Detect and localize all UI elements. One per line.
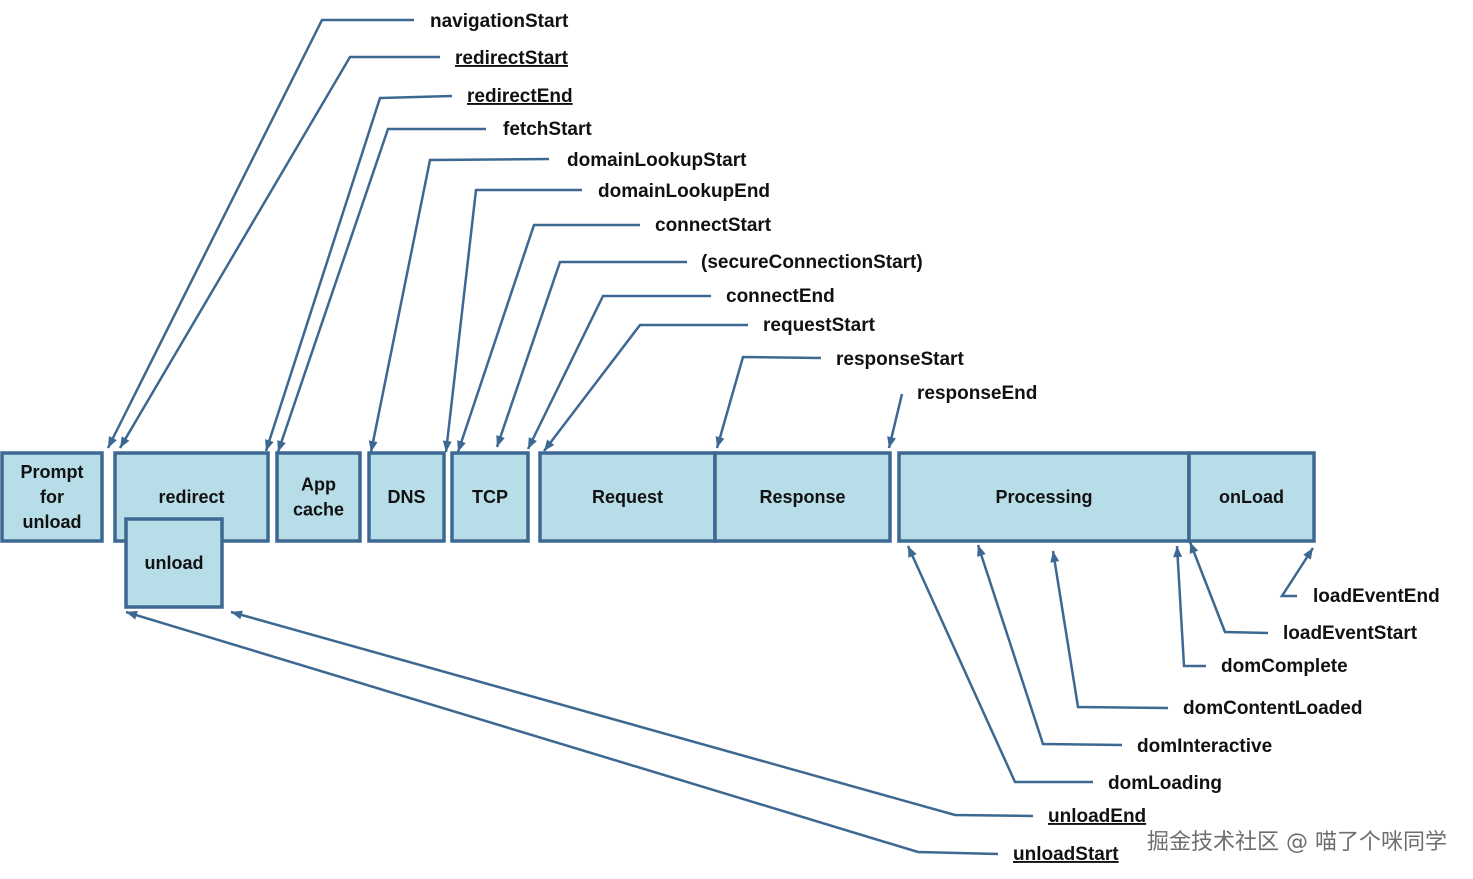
event-label-requestStart: requestStart — [763, 315, 876, 336]
phase-box-dns: DNS — [367, 451, 446, 543]
event-responseStart: responseStart — [715, 349, 964, 449]
connector-navigationStart — [106, 18, 414, 449]
event-navigationStart: navigationStart — [106, 11, 569, 449]
phase-label-unload: unload — [145, 553, 204, 573]
event-loadEventEnd: loadEventEnd — [1279, 547, 1440, 607]
connector-loadEventEnd — [1279, 547, 1315, 598]
event-unloadStart: unloadStart — [125, 610, 1119, 865]
event-label-redirectStart: redirectStart — [455, 48, 569, 69]
connector-redirectEnd — [264, 94, 453, 452]
event-responseEnd: responseEnd — [887, 383, 1037, 449]
event-fetchStart: fetchStart — [276, 119, 592, 453]
phase-label-prompt: Prompt — [21, 462, 84, 482]
connector-domInteractive — [976, 544, 1123, 747]
event-domContentLoaded: domContentLoaded — [1050, 550, 1362, 719]
connector-domLoading — [906, 545, 1093, 784]
connector-requestStart — [543, 323, 748, 452]
event-label-domContentLoaded: domContentLoaded — [1183, 698, 1362, 719]
phase-label-processing: Processing — [995, 487, 1092, 507]
connector-unloadStart — [125, 610, 999, 856]
connector-connectStart — [456, 223, 640, 453]
event-domComplete: domComplete — [1173, 545, 1348, 677]
event-label-domainLookupStart: domainLookupStart — [567, 150, 747, 171]
event-domInteractive: domInteractive — [976, 544, 1272, 757]
phase-box-appcache: App cache — [275, 451, 362, 543]
event-label-fetchStart: fetchStart — [503, 119, 592, 140]
event-label-domLoading: domLoading — [1108, 773, 1222, 794]
phase-label-request: Request — [592, 487, 663, 507]
event-label-domainLookupEnd: domainLookupEnd — [598, 181, 770, 202]
event-label-loadEventEnd: loadEventEnd — [1313, 586, 1440, 607]
event-label-unloadStart: unloadStart — [1013, 844, 1119, 865]
event-connectEnd: connectEnd — [526, 286, 835, 450]
connector-connectEnd — [526, 294, 711, 450]
event-label-unloadEnd: unloadEnd — [1048, 806, 1146, 827]
connector-domContentLoaded — [1051, 550, 1169, 710]
phase-label-prompt: unload — [23, 512, 82, 532]
phase-label-appcache: cache — [293, 500, 344, 520]
phase-box-tcp: TCP — [450, 451, 530, 543]
phase-label-response: Response — [759, 487, 845, 507]
event-label-redirectEnd: redirectEnd — [467, 86, 573, 107]
connector-domainLookupEnd — [444, 188, 582, 453]
event-label-connectStart: connectStart — [655, 215, 772, 236]
phase-box-request: Request — [538, 451, 717, 543]
connector-domComplete — [1175, 545, 1206, 668]
event-redirectEnd: redirectEnd — [264, 86, 573, 452]
event-domainLookupStart: domainLookupStart — [368, 150, 747, 453]
connector-secureConnectionStart — [495, 260, 687, 448]
phase-label-tcp: TCP — [472, 487, 508, 507]
event-redirectStart: redirectStart — [118, 48, 569, 449]
phase-label-onload: onLoad — [1219, 487, 1284, 507]
phase-label-appcache: App — [301, 475, 336, 495]
connector-unloadEnd — [230, 610, 1034, 818]
watermark: 掘金技术社区 @ 喵了个咪同学 — [1147, 830, 1447, 855]
event-secureConnectionStart: (secureConnectionStart) — [495, 252, 923, 448]
phase-box-unload: unload — [124, 517, 224, 609]
event-connectStart: connectStart — [456, 215, 772, 453]
phase-box-response: Response — [713, 451, 892, 543]
phase-box-processing: Processing — [897, 451, 1191, 543]
event-label-domComplete: domComplete — [1221, 656, 1348, 677]
connector-fetchStart — [276, 127, 486, 453]
phase-label-dns: DNS — [387, 487, 425, 507]
connector-loadEventStart — [1188, 541, 1269, 635]
event-label-loadEventStart: loadEventStart — [1283, 623, 1418, 644]
connector-redirectStart — [118, 55, 440, 449]
event-label-connectEnd: connectEnd — [726, 286, 835, 307]
phase-label-redirect: redirect — [158, 487, 224, 507]
event-domLoading: domLoading — [906, 545, 1222, 794]
event-requestStart: requestStart — [543, 315, 876, 452]
event-loadEventStart: loadEventStart — [1188, 541, 1418, 644]
phase-label-prompt: for — [40, 487, 64, 507]
event-label-domInteractive: domInteractive — [1137, 736, 1272, 757]
phase-box-onload: onLoad — [1187, 451, 1316, 543]
connector-responseStart — [715, 355, 822, 449]
event-label-responseStart: responseStart — [836, 349, 964, 370]
event-domainLookupEnd: domainLookupEnd — [442, 181, 770, 453]
event-label-responseEnd: responseEnd — [917, 383, 1037, 404]
event-label-secureConnectionStart: (secureConnectionStart) — [701, 252, 923, 273]
event-unloadEnd: unloadEnd — [230, 610, 1146, 827]
phase-box-prompt: Prompt for unload — [0, 451, 104, 543]
connector-domainLookupStart — [369, 157, 550, 453]
event-label-navigationStart: navigationStart — [430, 11, 569, 32]
